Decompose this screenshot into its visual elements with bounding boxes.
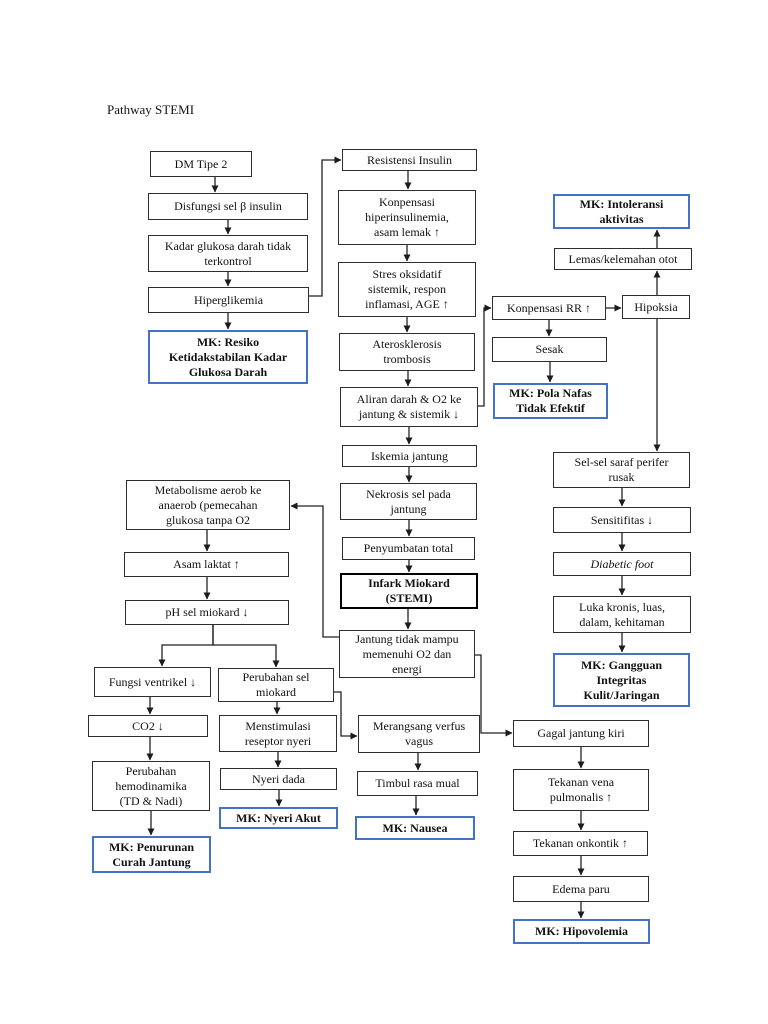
node-label: Konpensasi hiperinsulinemia, asam lemak … [365,195,449,239]
node-label: Disfungsi sel β insulin [174,199,282,213]
node-label: Jantung tidak mampu memenuhi O2 dan ener… [355,631,459,676]
node-label: MK: Resiko Ketidakstabilan Kadar Glukosa… [168,334,288,379]
node-label: MK: Hipovolemia [535,924,628,938]
node-label: Konpensasi RR ↑ [507,300,591,315]
page-title: Pathway STEMI [107,102,195,117]
node-sensitifitas: Sensitifitas ↓ [553,507,691,533]
node-label: Sensitifitas ↓ [590,512,654,527]
node-label: MK: Pola Nafas Tidak Efektif [509,386,592,415]
node-label: Merangsang verfus vagus [372,719,466,748]
node-label: pH sel miokard ↓ [165,605,249,619]
node-infark: Infark Miokard (STEMI) [340,573,478,609]
node-label: Aliran darah & O2 ke jantung & sistemik … [356,392,462,421]
edge-ph-fungsi [158,625,214,667]
node-label: Tekanan vena pulmonalis ↑ [547,775,615,804]
node-label: Timbul rasa mual [375,776,460,790]
node-mk_penurunan: MK: Penurunan Curah Jantung [92,836,211,873]
node-disfungsi: Disfungsi sel β insulin [148,193,308,220]
node-metabolisme: Metabolisme aerob ke anaerob (pemecahan … [126,480,290,530]
node-diabetic: Diabetic foot [553,552,691,576]
node-label: Luka kronis, luas, dalam, kehitaman [579,599,665,629]
edge-hiper-resistensi [309,156,342,297]
node-per_hemo: Perubahan hemodinamika (TD & Nadi) [92,761,210,811]
node-mk_hipo: MK: Hipovolemia [513,919,650,944]
node-label: MK: Gangguan Integritas Kulit/Jaringan [580,657,662,702]
node-label: Hipoksia [634,299,678,314]
node-timbul: Timbul rasa mual [357,771,478,796]
node-menstimulasi: Menstimulasi reseptor nyeri [219,715,337,752]
node-label: Metabolisme aerob ke anaerob (pemecahan … [154,482,262,527]
node-label: Nekrosis sel pada jantung [366,486,451,516]
node-nyeri_dada: Nyeri dada [220,768,337,790]
node-label: Tekanan onkontik ↑ [532,836,629,850]
node-label: Infark Miokard (STEMI) [368,576,450,605]
node-iskemia: Iskemia jantung [342,445,477,467]
node-label: Hiperglikemia [193,292,264,307]
node-tek_vena: Tekanan vena pulmonalis ↑ [513,769,649,811]
node-label: Asam laktat ↑ [173,557,240,571]
node-perubahan_sel: Perubahan sel miokard [218,668,334,702]
node-label: Menstimulasi reseptor nyeri [244,718,312,748]
node-luka: Luka kronis, luas, dalam, kehitaman [553,596,691,633]
node-label: Iskemia jantung [371,448,448,463]
node-selsel: Sel-sel saraf perifer rusak [553,452,690,488]
node-ph: pH sel miokard ↓ [125,600,289,625]
node-label: CO2 ↓ [132,718,164,733]
node-mk_nausea: MK: Nausea [355,816,475,840]
node-kadar: Kadar glukosa darah tidak terkontrol [148,235,308,272]
node-mk_resiko: MK: Resiko Ketidakstabilan Kadar Glukosa… [148,330,308,384]
edge-aliran-konp_rr [478,304,492,407]
node-label: Diabetic foot [590,556,654,571]
node-nekrosis: Nekrosis sel pada jantung [340,483,477,520]
node-asam: Asam laktat ↑ [124,552,289,577]
node-stres: Stres oksidatif sistemik, respon inflama… [338,262,476,317]
node-label: Stres oksidatif sistemik, respon inflama… [365,267,449,311]
edge-jantung-metabolisme [290,502,339,638]
node-label: Nyeri dada [252,771,305,786]
node-label: DM Tipe 2 [174,156,228,171]
node-tek_onk: Tekanan onkontik ↑ [513,831,648,856]
node-konp_rr: Konpensasi RR ↑ [492,296,606,320]
node-label: Resistensi Insulin [366,152,452,167]
node-co2: CO2 ↓ [88,715,208,737]
node-label: Fungsi ventrikel ↓ [108,674,197,689]
node-edema: Edema paru [513,876,649,902]
node-mk_pola: MK: Pola Nafas Tidak Efektif [493,383,608,419]
node-merangsang: Merangsang verfus vagus [358,715,480,753]
node-aliran: Aliran darah & O2 ke jantung & sistemik … [340,387,478,427]
node-label: Perubahan hemodinamika (TD & Nadi) [115,763,187,808]
node-label: Sel-sel saraf perifer rusak [574,455,669,484]
node-resistensi: Resistensi Insulin [342,149,477,171]
node-label: Sesak [535,342,564,356]
node-label: Penyumbatan total [363,541,454,555]
node-lemas: Lemas/kelemahan otot [554,248,692,270]
node-sesak: Sesak [492,337,607,362]
node-hiper: Hiperglikemia [148,287,309,313]
node-label: Aterosklerosis trombosis [372,337,442,366]
node-label: Gagal jantung kiri [537,726,625,740]
node-label: MK: Penurunan Curah Jantung [108,839,194,869]
node-mk_gangguan: MK: Gangguan Integritas Kulit/Jaringan [553,653,690,707]
node-label: Lemas/kelemahan otot [568,251,678,266]
node-fungsi: Fungsi ventrikel ↓ [94,667,211,697]
node-label: Perubahan sel miokard [242,670,310,699]
node-atero: Aterosklerosis trombosis [339,333,475,371]
node-gagal: Gagal jantung kiri [513,720,649,747]
node-mk_nyeri: MK: Nyeri Akut [219,807,338,829]
edge-ph-perubahan_sel [212,625,280,668]
node-label: MK: Nyeri Akut [236,810,321,825]
edge-perubahan_sel-merangsang [334,691,358,740]
edge-jantung-gagal [475,654,513,737]
node-label: Kadar glukosa darah tidak terkontrol [164,238,292,268]
node-label: MK: Nausea [382,820,448,835]
node-label: MK: Intoleransi aktivitas [579,196,664,226]
node-konp_hiper: Konpensasi hiperinsulinemia, asam lemak … [338,190,476,245]
node-label: Edema paru [552,881,610,896]
node-mk_intoleransi: MK: Intoleransi aktivitas [553,194,690,229]
node-dm: DM Tipe 2 [150,151,252,177]
node-jantung: Jantung tidak mampu memenuhi O2 dan ener… [339,630,475,678]
node-hipoksia: Hipoksia [622,295,690,319]
node-penyumbatan: Penyumbatan total [342,537,475,560]
